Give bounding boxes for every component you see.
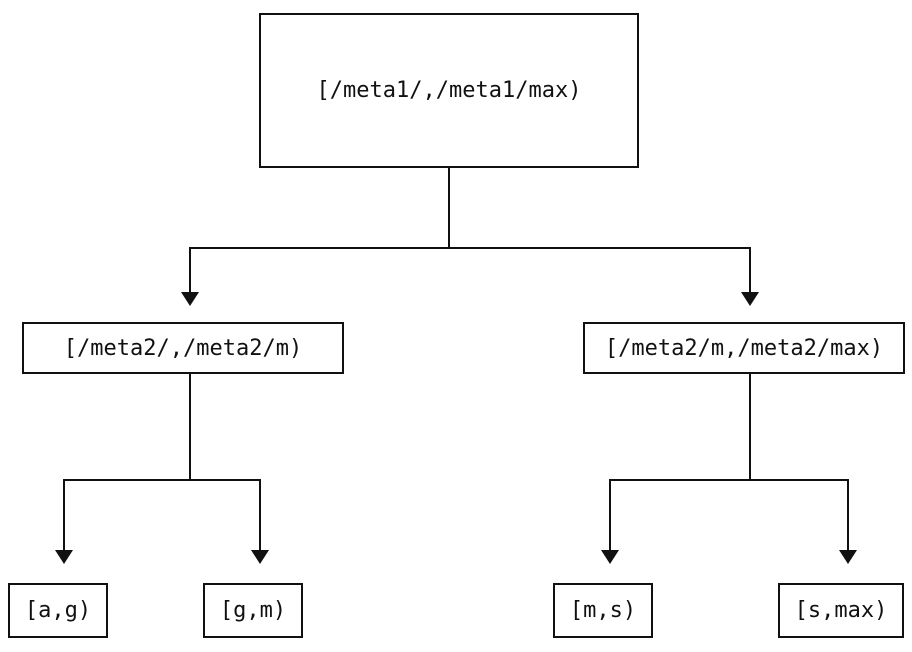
node-level2-left-label: [/meta2/,/meta2/m) — [63, 335, 303, 361]
node-level2-right-label: [/meta2/m,/meta2/max) — [604, 335, 884, 361]
arrowhead-down-icon — [839, 550, 857, 564]
arrowhead-down-icon — [741, 292, 759, 306]
node-leaf-ag-label: [a,g) — [24, 598, 92, 623]
arrowhead-down-icon — [251, 550, 269, 564]
connector-root-branch — [189, 247, 751, 293]
node-leaf-gm: [g,m) — [203, 583, 303, 638]
node-leaf-gm-label: [g,m) — [219, 598, 287, 623]
connector-left-branch — [63, 479, 261, 551]
node-level2-right: [/meta2/m,/meta2/max) — [583, 322, 905, 374]
connector-right-branch — [609, 479, 849, 551]
node-level2-left: [/meta2/,/meta2/m) — [22, 322, 344, 374]
node-leaf-ag: [a,g) — [8, 583, 108, 638]
arrowhead-down-icon — [601, 550, 619, 564]
node-leaf-ms: [m,s) — [553, 583, 653, 638]
node-leaf-smax: [s,max) — [778, 583, 904, 638]
arrowhead-down-icon — [55, 550, 73, 564]
node-leaf-smax-label: [s,max) — [794, 598, 888, 623]
node-leaf-ms-label: [m,s) — [569, 598, 637, 623]
arrowhead-down-icon — [181, 292, 199, 306]
node-root: [/meta1/,/meta1/max) — [259, 13, 639, 168]
node-root-label: [/meta1/,/meta1/max) — [316, 78, 582, 103]
